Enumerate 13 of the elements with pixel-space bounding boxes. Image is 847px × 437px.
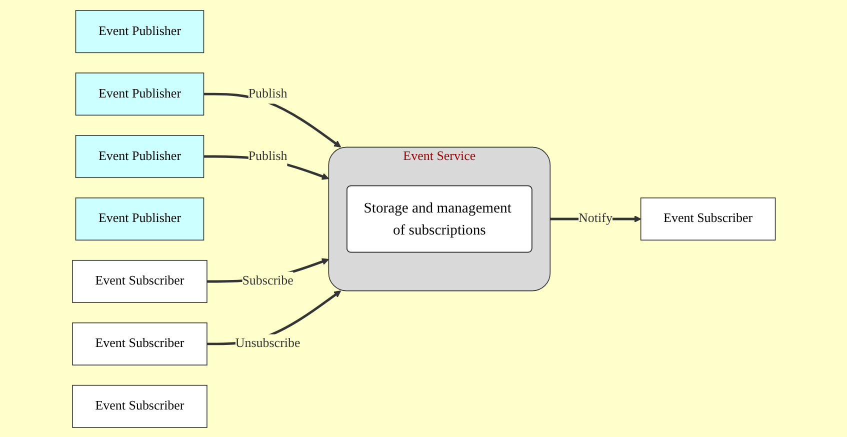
edge-label: Subscribe	[242, 274, 294, 288]
node-box: Event Publisher	[74, 10, 204, 53]
node-box: Event Subscriber	[72, 259, 207, 302]
edge-label: Publish	[248, 86, 287, 100]
edge-label: Notify	[578, 211, 612, 225]
edge-label: Unsubscribe	[234, 336, 300, 350]
node-box: Event Publisher	[74, 197, 204, 240]
node-box: Event Publisher	[74, 72, 204, 116]
node-box: Event Subscriber	[72, 322, 207, 365]
node-box: Event Subscriber	[72, 384, 207, 428]
edge-label: Publish	[248, 148, 287, 163]
node-box: Event Subscriber	[640, 197, 776, 240]
node-box: Event Publisher	[74, 134, 204, 178]
